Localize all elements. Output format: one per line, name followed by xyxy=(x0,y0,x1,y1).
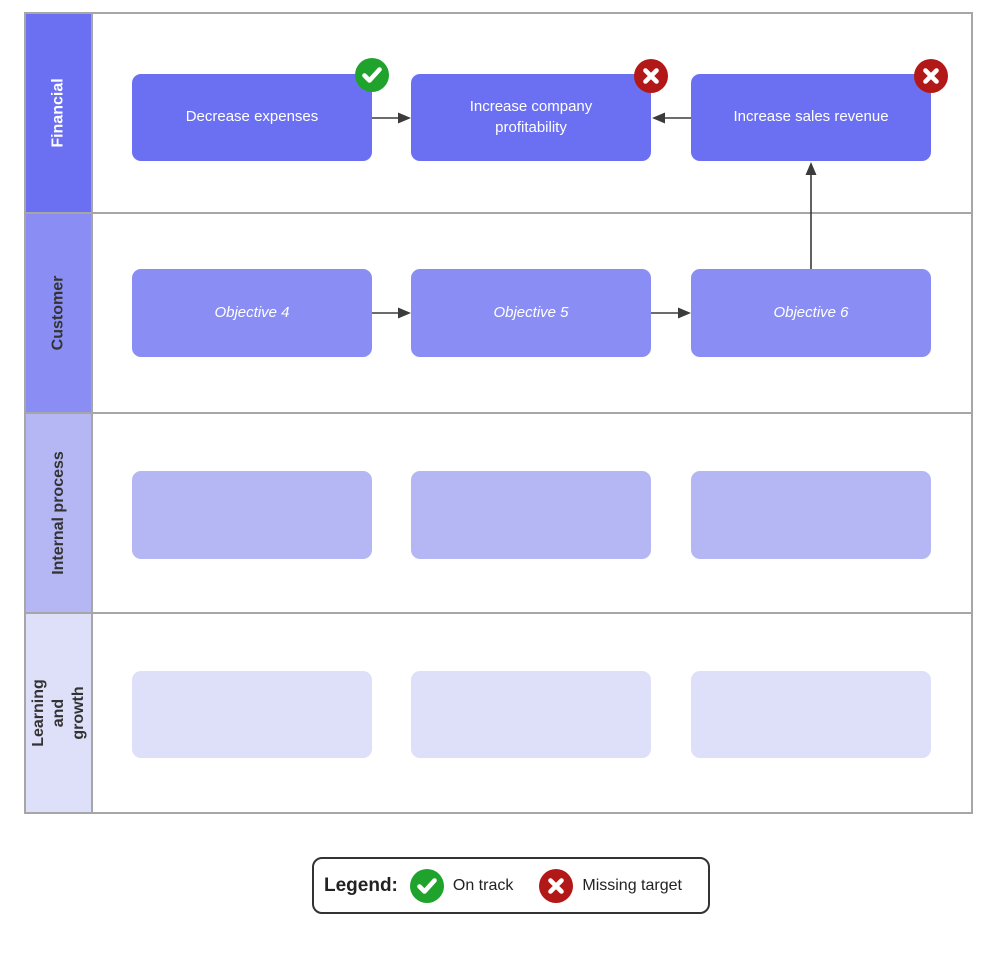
box-label: Increase sales revenue xyxy=(733,108,889,126)
box-learning-growth-3[interactable] xyxy=(691,671,931,758)
lane-header-internal-process[interactable]: Internal process xyxy=(26,414,93,612)
diagram-overlay: Decrease expenses Increase company profi… xyxy=(26,14,971,812)
box-internal-process-1[interactable] xyxy=(132,471,372,559)
box-increase-sales-revenue[interactable]: Increase sales revenue xyxy=(691,74,931,161)
legend-title: Legend: xyxy=(324,874,398,896)
on-track-check-icon xyxy=(409,868,444,903)
box-objective-4[interactable]: Objective 4 xyxy=(132,269,372,357)
box-label: Objective 5 xyxy=(493,303,569,321)
box-label: Objective 6 xyxy=(773,303,849,321)
legend-box: Legend: On track Missing target xyxy=(312,857,710,914)
box-internal-process-3[interactable] xyxy=(691,471,931,559)
box-learning-growth-2[interactable] xyxy=(411,671,651,758)
box-label: Decrease expenses xyxy=(185,108,319,126)
legend-item-missing-target: Missing target xyxy=(539,868,682,903)
box-decrease-expenses[interactable]: Decrease expenses xyxy=(132,74,372,161)
box-label: Increase company profitability xyxy=(469,98,593,136)
legend-item-on-track: On track xyxy=(409,868,514,903)
missing-target-x-icon xyxy=(539,868,574,903)
lane-label-customer: Customer xyxy=(49,275,67,351)
box-label: Objective 4 xyxy=(214,303,290,321)
legend-item-label: On track xyxy=(452,876,514,894)
lane-header-learning-growth[interactable]: Learning and growth xyxy=(26,614,93,812)
lane-header-financial[interactable]: Financial xyxy=(26,14,93,212)
legend-item-label: Missing target xyxy=(582,876,682,894)
box-objective-5[interactable]: Objective 5 xyxy=(411,269,651,357)
on-track-check-icon xyxy=(355,58,389,92)
lane-label-financial: Financial xyxy=(49,78,67,148)
lane-label-internal-process: Internal process xyxy=(49,451,67,575)
missing-target-x-icon xyxy=(634,59,668,93)
box-objective-6[interactable]: Objective 6 xyxy=(691,269,931,357)
box-internal-process-2[interactable] xyxy=(411,471,651,559)
lane-header-customer[interactable]: Customer xyxy=(26,214,93,412)
box-increase-company-profitability[interactable]: Increase company profitability xyxy=(411,74,651,161)
strategy-map-swimlane-canvas: Financial Customer Internal process Lear… xyxy=(24,12,973,814)
missing-target-x-icon xyxy=(914,59,948,93)
lane-label-learning-growth: Learning and growth xyxy=(29,679,87,747)
box-learning-growth-1[interactable] xyxy=(132,671,372,758)
